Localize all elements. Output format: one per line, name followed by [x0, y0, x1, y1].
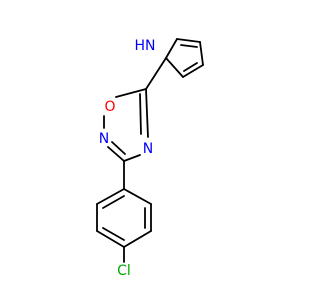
atom-label-chlorine: Cl [117, 263, 131, 279]
bond-pyrrole-c4-c5 [199, 41, 204, 66]
bond-n2-c3 [107, 146, 125, 162]
bond-benz-4-5-double [102, 227, 125, 241]
bond-pyrrole-c5-c1-double [183, 62, 198, 72]
bond-n2-c3-double [111, 141, 126, 155]
bond-n4-c5-double [139, 93, 142, 135]
atom-label-oxygen: O [104, 99, 115, 115]
bond-pyrrole-c3-c4-double [180, 44, 198, 48]
bond-c3-n4 [123, 154, 141, 162]
bond-benz-3-4 [123, 230, 152, 248]
bond-c5-o [115, 88, 147, 98]
bond-benz-1-2 [123, 188, 152, 205]
atom-label-pyrrole-nh: HN [135, 38, 156, 54]
bond-benz-6-1 [96, 188, 125, 205]
bond-pyrrole-c3-c4 [176, 38, 201, 43]
bond-n4-c5 [145, 88, 149, 138]
atom-label-n-ring-right: N [143, 141, 153, 157]
bond-pyrrole-c1-n [165, 57, 184, 78]
molecule-structure-diagram: HN O N N Cl [96, 38, 204, 279]
bond-benz-6-1-double [102, 195, 125, 209]
atom-label-n-ring-left: N [99, 131, 109, 147]
bonds [96, 38, 204, 263]
bond-pyrrole-c5-c1 [182, 64, 204, 78]
bond-pyrrole-c2-c3 [165, 38, 178, 59]
bond-benz-4-5 [96, 230, 125, 248]
bond-pyrrole-oxadiazole [145, 57, 167, 90]
